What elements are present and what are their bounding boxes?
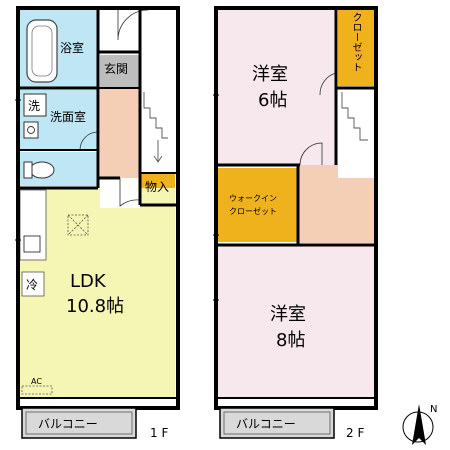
- bath-label: 浴室: [60, 41, 85, 55]
- walkin-area: [218, 168, 298, 242]
- door-swing: [117, 9, 149, 41]
- washroom-label: 洗面室: [50, 110, 87, 124]
- washing-machine-icon: [23, 93, 47, 117]
- room1-size-label: 6帖: [258, 90, 288, 111]
- door-swing: [299, 142, 323, 166]
- room2-size-label: 8帖: [276, 330, 306, 351]
- fridge-mark: 冷: [26, 278, 39, 292]
- walkin-line1-label: ウォークイン: [229, 194, 277, 203]
- sink-icon: [23, 235, 41, 253]
- storage-label: 物入: [145, 180, 170, 194]
- staircase-2f: [338, 88, 374, 178]
- floor-2f: [15, 6, 378, 439]
- ac-unit: [21, 385, 53, 395]
- room2-name-label: 洋室: [270, 304, 306, 325]
- entrance-label: 玄関: [104, 62, 129, 76]
- vent-icon: [67, 214, 89, 236]
- ac-mark: AC: [31, 377, 42, 386]
- toilet-icon: [29, 161, 55, 179]
- room2-area: [218, 245, 374, 398]
- closet-top-label: クローゼット: [350, 12, 361, 72]
- balcony-1f-area: [21, 407, 137, 439]
- balcony-2f-label: バルコニー: [236, 417, 296, 431]
- floor-1f: [16, 6, 180, 439]
- washbasin-icon: [23, 121, 39, 139]
- bathtub-icon: [26, 19, 58, 83]
- room1-name-label: 洋室: [252, 64, 288, 85]
- wash-mark: 洗: [28, 99, 41, 113]
- fridge-box: [21, 271, 45, 297]
- closet-top-area: [338, 10, 374, 86]
- door-swing: [319, 72, 337, 96]
- floor-2f-label: 2 F: [346, 426, 365, 440]
- north-arrow-icon: [402, 404, 434, 445]
- hall-1f: [100, 88, 140, 178]
- balcony-1f-label: バルコニー: [38, 417, 98, 431]
- ldk-name-label: LDK: [70, 271, 106, 292]
- room1-area: [218, 10, 336, 165]
- staircase-1f: [140, 88, 175, 173]
- walkin-line2-label: クローゼット: [229, 207, 277, 216]
- door-swing: [79, 131, 99, 151]
- ldk-size-label: 10.8帖: [66, 296, 125, 317]
- balcony-2f-area: [219, 407, 335, 439]
- north-label: N: [430, 404, 438, 415]
- floor-1f-label: 1 F: [150, 426, 169, 440]
- entrance-area: [100, 55, 140, 87]
